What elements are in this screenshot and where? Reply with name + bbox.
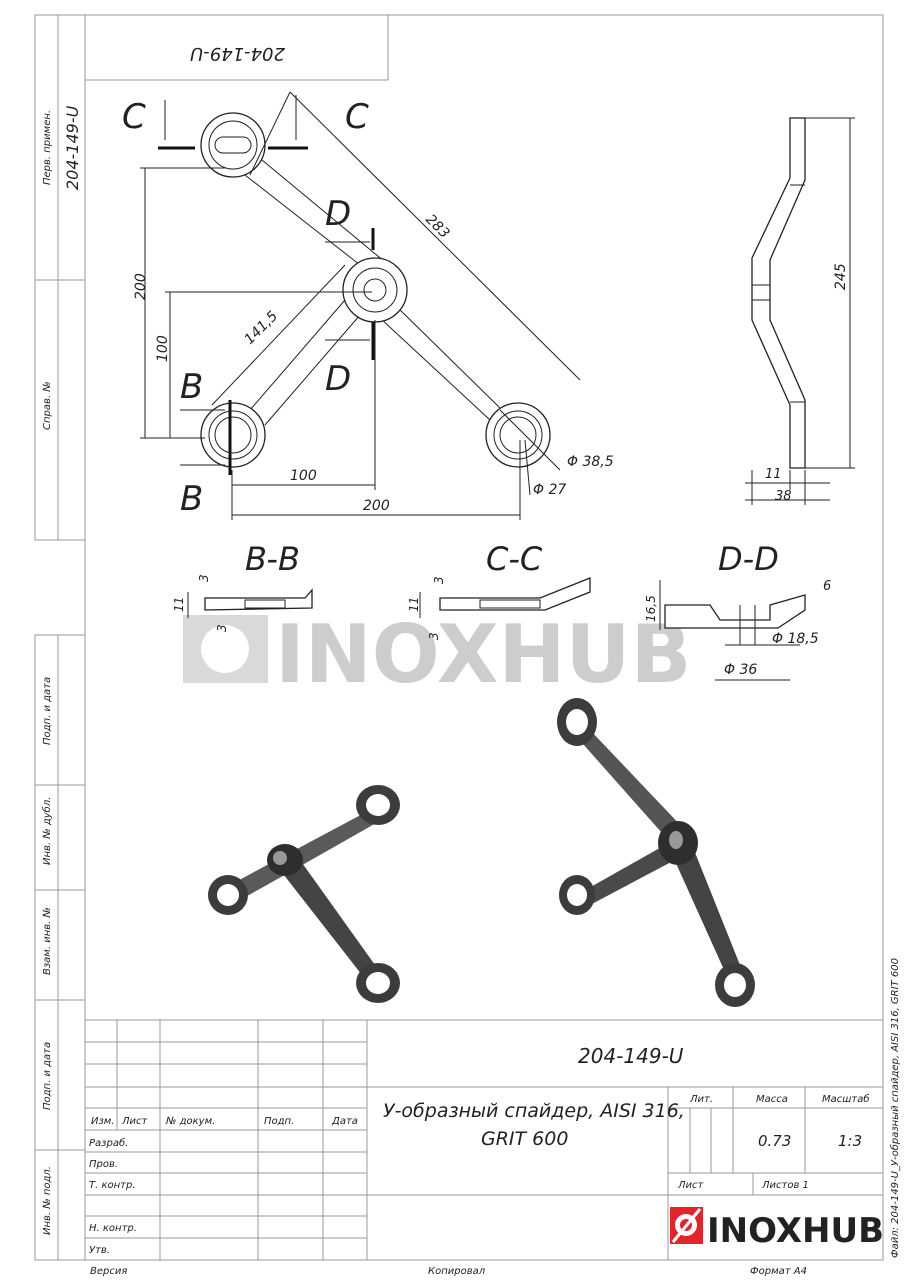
inoxhub-logo: INOXHUB [670, 1207, 884, 1251]
file-note: Файл: 204-149-U_У-образный спайдер, AISI… [889, 958, 901, 1258]
header-data: Дата [331, 1116, 358, 1127]
header-podp: Подп. [264, 1116, 294, 1127]
scale-label: Масштаб [822, 1093, 870, 1105]
dim-bb-3a: 3 [197, 574, 211, 582]
dim-dd-6: 6 [823, 579, 831, 594]
dim-100-horizontal: 100 [290, 468, 317, 484]
side-strip: Перв. примен. 204-149-U Справ. № Подп. и… [34, 14, 86, 1261]
dim-283: 283 [422, 212, 452, 242]
role-n-kontr: Н. контр. [89, 1223, 137, 1234]
dim-141-5: 141,5 [242, 308, 282, 348]
footer-format: Формат A4 [750, 1266, 807, 1277]
section-c-c: C-C 11 3 3 [407, 540, 591, 640]
header-doc: № докум. [165, 1116, 215, 1127]
dim-phi-27: Φ 27 [533, 482, 566, 498]
dim-11: 11 [765, 467, 782, 482]
section-mark-b-top: B [180, 367, 203, 407]
role-utv: Утв. [89, 1245, 110, 1256]
logo-text: INOXHUB [707, 1211, 884, 1251]
dim-cc-11: 11 [407, 597, 421, 612]
label-perv-primen: Перв. примен. [42, 110, 53, 185]
dim-phi-38-5: Φ 38,5 [567, 454, 614, 470]
section-mark-d-bottom: D [325, 359, 351, 399]
lit-label: Лит. [689, 1094, 713, 1105]
dim-bb-3b: 3 [215, 624, 229, 632]
label-inv-dubl: Инв. № дубл. [41, 797, 53, 865]
side-view: 245 11 38 [745, 117, 855, 505]
dim-245: 245 [833, 263, 849, 290]
dim-dd-phi-18-5: Φ 18,5 [772, 631, 819, 647]
perv-primen-value: 204-149-U [63, 105, 82, 190]
dim-bb-11: 11 [172, 597, 186, 612]
top-designation-box [84, 14, 389, 81]
top-designation-rotated: 204-149-U [190, 43, 285, 64]
section-mark-d-top: D [325, 194, 351, 234]
role-t-kontr: Т. контр. [89, 1180, 136, 1191]
sheets-label: Листов 1 [761, 1180, 809, 1191]
section-b-b-title: B-B [245, 540, 300, 578]
front-view: C C D D B B 200 100 283 141,5 100 200 Φ … [122, 91, 614, 520]
sheet-label: Лист [677, 1180, 705, 1191]
header-izm: Изм. [91, 1116, 115, 1127]
footer-version: Версия [90, 1266, 127, 1277]
watermark: INOXHUB [183, 608, 691, 701]
dim-100-vertical: 100 [155, 335, 171, 362]
label-podp-data-1: Подп. и дата [42, 677, 53, 745]
mass-label: Масса [756, 1094, 788, 1105]
label-sprav: Справ. № [42, 381, 53, 430]
dim-200-vertical: 200 [133, 273, 149, 300]
dim-cc-3a: 3 [432, 576, 446, 584]
mass-value: 0.73 [758, 1132, 791, 1150]
footer-copied: Копировал [428, 1266, 486, 1277]
title-line-2: GRIT 600 [481, 1128, 568, 1150]
isometric-view-right [557, 698, 755, 1007]
section-d-d-title: D-D [718, 540, 779, 578]
designation: 204-149-U [578, 1044, 684, 1068]
role-prov: Пров. [89, 1159, 118, 1170]
label-vzam-inv: Взам. инв. № [42, 907, 53, 975]
dim-38: 38 [775, 489, 792, 504]
dim-cc-3b: 3 [427, 632, 441, 640]
scale-value: 1:3 [838, 1132, 862, 1150]
section-mark-c-right: C [345, 97, 369, 137]
dim-dd-phi-36: Φ 36 [724, 662, 757, 678]
title-line-1: У-образный спайдер, AISI 316, [383, 1100, 685, 1122]
header-list: Лист [121, 1116, 149, 1127]
dim-200-horizontal: 200 [363, 498, 390, 514]
section-mark-b-bottom: B [180, 479, 203, 519]
role-razrab: Разраб. [89, 1137, 128, 1149]
label-inv-podl: Инв. № подл. [42, 1166, 53, 1235]
watermark-text: INOXHUB [275, 608, 691, 701]
title-block [85, 1019, 883, 1260]
label-podp-data-2: Подп. и дата [42, 1042, 53, 1110]
section-d-d: D-D 16,5 6 Φ 18,5 Φ 36 [644, 540, 831, 681]
section-mark-c-left: C [122, 97, 146, 137]
dim-dd-16-5: 16,5 [644, 595, 658, 622]
isometric-view-left [208, 785, 400, 1003]
section-c-c-title: C-C [486, 540, 543, 578]
section-b-b: B-B 11 3 3 [172, 540, 313, 632]
